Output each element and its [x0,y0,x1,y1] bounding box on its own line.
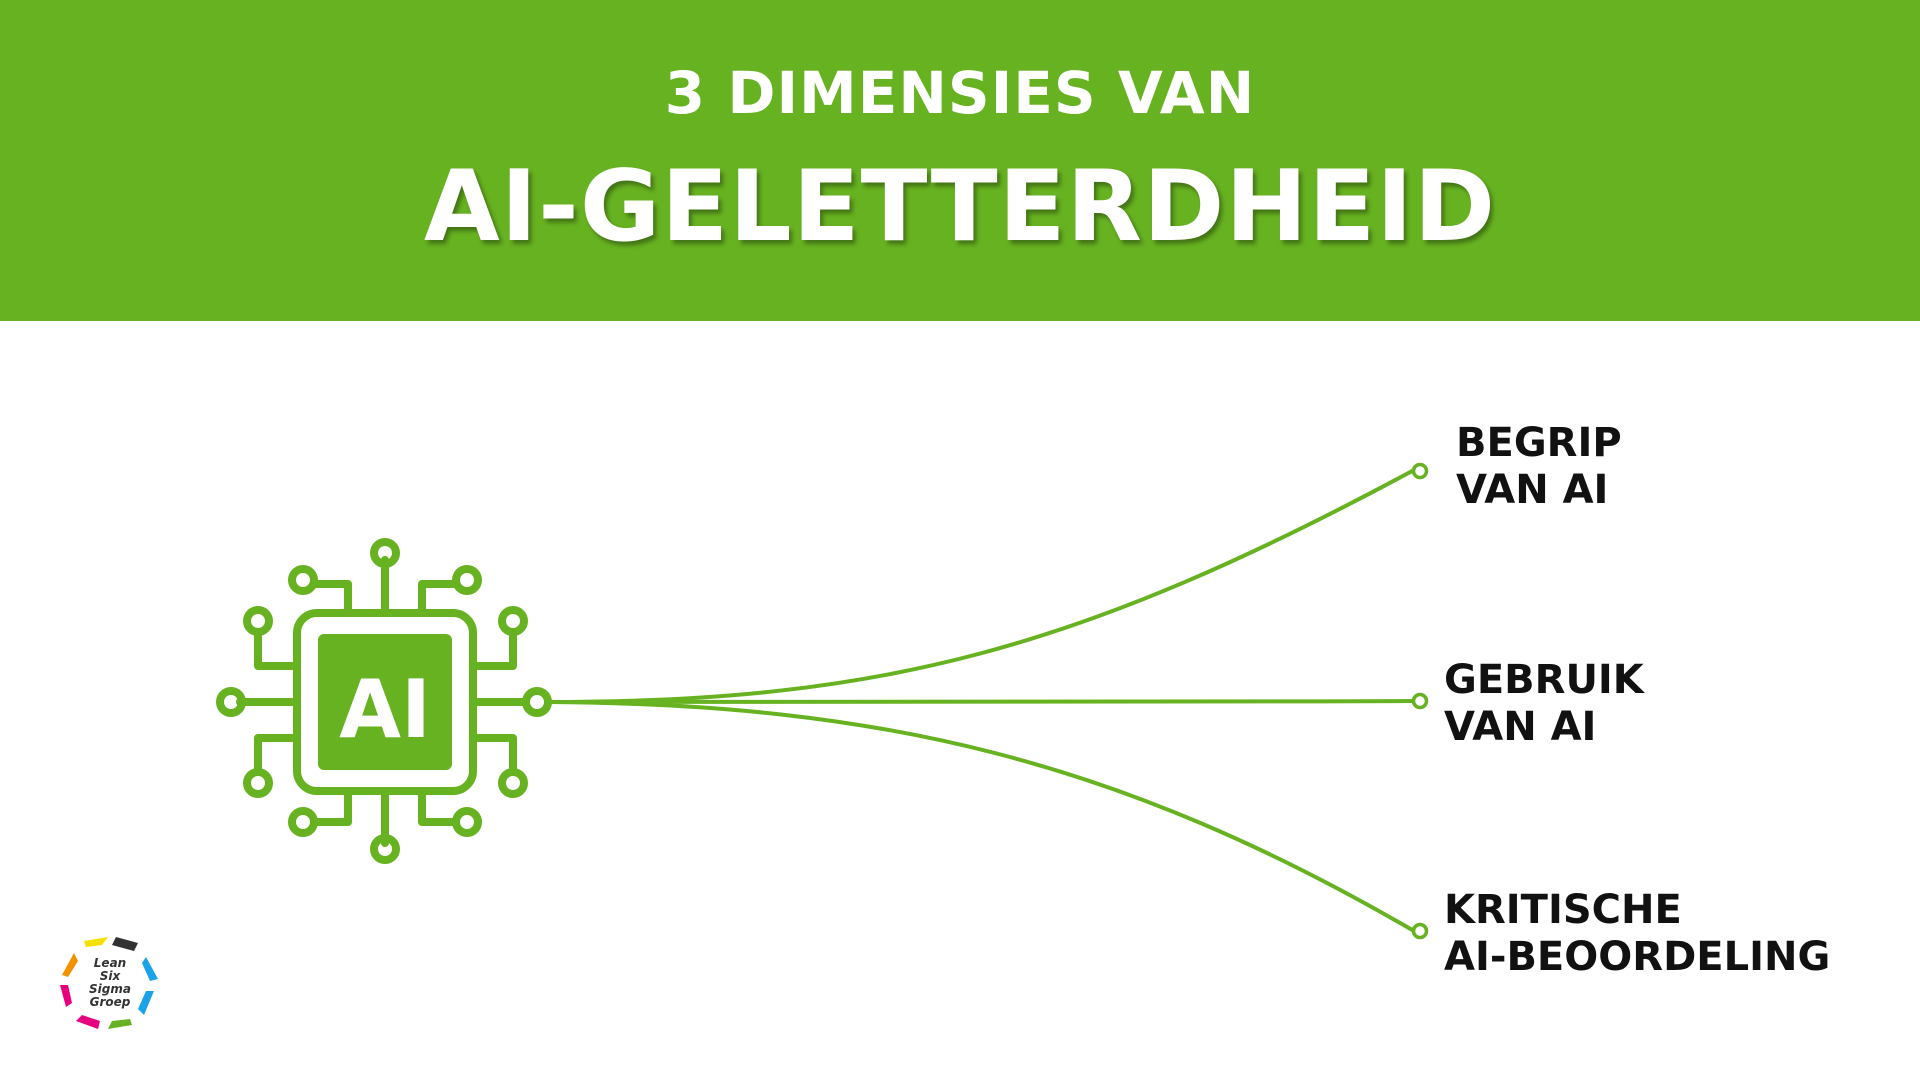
chip-pin [470,734,517,775]
ai-chip-icon [216,538,552,864]
branch-line-begrip [546,468,1416,704]
logo-text: Lean Six Sigma Groep [58,957,162,1009]
chip-pin [311,580,352,616]
chip-pin [254,629,300,670]
logo-text-line: Lean [93,956,127,970]
circle-node-icon [1411,922,1429,940]
title-line-1: 3 DIMENSIES VAN [664,59,1256,127]
branch-label-line: GEBRUIK [1444,657,1644,703]
branch-label-kritische: KRITISCHE AI-BEOORDELING [1444,887,1830,981]
branch-label-line: VAN AI [1456,467,1609,513]
chip-pin-node [243,768,273,798]
circle-node-icon [1411,462,1429,480]
branch-label-line: VAN AI [1444,704,1597,750]
chip-core [318,634,452,770]
chip-pin-node [370,538,400,568]
chip-pin-node [452,565,482,595]
branch-label-line: KRITISCHE [1444,887,1682,933]
branch-label-line: BEGRIP [1456,420,1622,466]
chip-pin [254,734,300,775]
branch-label-line: AI-BEOORDELING [1444,934,1831,980]
circle-node-icon [1411,692,1429,710]
logo-text-line: Six [99,969,121,983]
branch-label-begrip: BEGRIP VAN AI [1456,420,1622,514]
chip-pin-node [498,606,528,636]
branch-line-gebruik [546,699,1416,705]
chip-pin-node [370,834,400,864]
chip-pin-node [452,807,482,837]
chip-pin [418,788,459,826]
chip-pin-node [498,768,528,798]
chip-outer [293,609,477,795]
chip-pin [470,629,517,670]
chip-label: AI [339,663,431,756]
branch-line-kritische [546,700,1416,933]
title-line-2: AI-GELETTERDHEID [423,150,1497,264]
chip-pin [311,788,352,826]
logo-hexagon-icon [60,937,158,1029]
chip-pin [418,580,459,616]
company-logo: Lean Six Sigma Groep [58,935,162,1031]
chip-pin-node [243,606,273,636]
chip-pin-node [522,687,552,717]
chip-pin-node [288,807,318,837]
logo-text-line: Sigma [89,982,131,996]
chip-pin-node [288,565,318,595]
logo-text-line: Groep [89,995,131,1009]
header-banner: 3 DIMENSIES VAN AI-GELETTERDHEID [0,0,1920,321]
chip-pin-node [216,687,246,717]
branch-label-gebruik: GEBRUIK VAN AI [1444,657,1644,751]
